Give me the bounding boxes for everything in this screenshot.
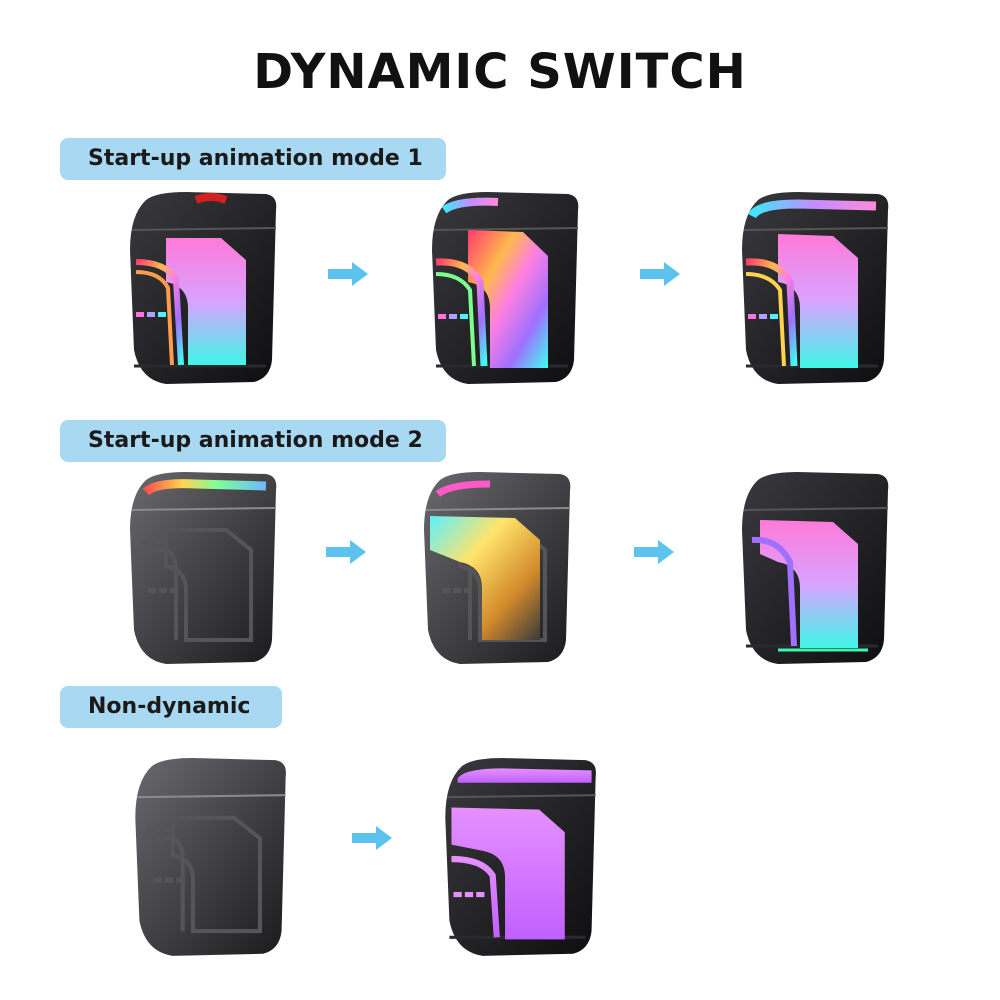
- tail-light-icon: [128, 470, 279, 666]
- right-arrow-icon: [634, 540, 674, 564]
- tail-light-icon: [128, 190, 278, 386]
- tail-light-icon: [130, 756, 292, 962]
- right-arrow-icon: [640, 262, 680, 286]
- page-title: DYNAMIC SWITCH: [253, 44, 747, 100]
- section-label-non-dynamic: Non-dynamic: [60, 686, 282, 728]
- right-arrow-icon: [328, 262, 368, 286]
- section-label-mode-1: Start-up animation mode 1: [60, 138, 446, 180]
- section-label-mode-2: Start-up animation mode 2: [60, 420, 446, 462]
- tail-light-icon: [443, 756, 598, 958]
- tail-light-icon: [430, 190, 580, 386]
- tail-light-icon: [740, 470, 890, 666]
- right-arrow-icon: [352, 826, 392, 850]
- tail-light-icon: [422, 470, 573, 666]
- tail-light-icon: [740, 190, 890, 386]
- right-arrow-icon: [326, 540, 366, 564]
